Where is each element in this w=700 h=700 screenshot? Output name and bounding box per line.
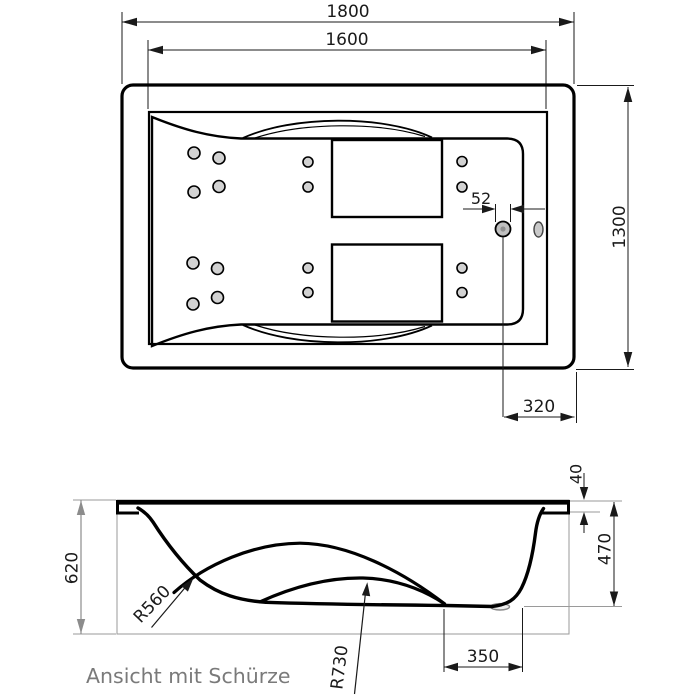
inner-rim-outline: [147, 110, 549, 346]
jet-circle: [456, 155, 468, 168]
headrest-bottom: [242, 324, 433, 344]
radius-seat: R730: [327, 582, 371, 695]
rim-left-end: [116, 500, 139, 515]
seat-hump-contour: [258, 576, 447, 606]
outer-rim-outline: [120, 83, 576, 370]
jet-circle: [456, 262, 468, 274]
dimension-drain-diameter: 52: [463, 189, 545, 222]
dim-drain-offset-label: 320: [523, 397, 555, 417]
jet-circle: [212, 179, 226, 194]
bottom-edge: [264, 600, 495, 609]
dimension-overall-length: 1800: [121, 2, 575, 84]
jet-circle: [186, 256, 200, 270]
dimension-overall-width: 1300: [576, 85, 634, 370]
jet-circle: [456, 286, 468, 299]
jet-circle: [302, 181, 314, 193]
dimension-bottom-flat: 350: [443, 608, 523, 672]
dimension-overall-height: 620: [63, 500, 86, 634]
jet-circle: [302, 286, 314, 299]
seat-panel-bottom: [330, 243, 444, 323]
radius-backrest-label: R560: [130, 582, 175, 628]
dimension-drain-offset: 320: [502, 237, 577, 423]
dim-rim-thickness-label: 40: [567, 464, 586, 484]
dim-bottom-flat-label: 350: [467, 647, 499, 667]
overflow-outlet: [533, 221, 544, 238]
radius-seat-label: R730: [327, 644, 352, 690]
dim-basin-length-label: 1600: [325, 30, 368, 50]
dimension-basin-length: 1600: [147, 30, 547, 109]
rim-right-end: [542, 500, 570, 515]
jet-circle: [456, 181, 468, 193]
jet-circle: [210, 290, 225, 305]
side-view: 620 40 470: [63, 464, 622, 695]
jet-circle: [187, 146, 201, 160]
dim-overall-length-label: 1800: [326, 2, 369, 22]
dim-overall-height-label: 620: [63, 552, 83, 584]
drain-center-dot: [500, 226, 506, 232]
top-view: 1800 1600: [120, 2, 634, 423]
tub-profile: [116, 499, 570, 609]
basin-outline: [150, 115, 525, 348]
backrest-curve: [136, 506, 268, 604]
dimension-inner-depth: 470: [596, 502, 619, 606]
jet-circle: [302, 156, 314, 168]
seat-back-contour: [172, 541, 447, 606]
jet-circle: [186, 297, 200, 311]
jet-circle: [212, 151, 226, 165]
jet-circle: [302, 262, 314, 274]
front-wall-curve: [490, 506, 546, 609]
dimension-rim-thickness: 40: [567, 464, 589, 533]
jet-nozzles: [186, 146, 468, 311]
apron-bounding-box: [116, 499, 570, 635]
radius-backrest: R560: [130, 578, 194, 628]
view-caption: Ansicht mit Schürze: [86, 664, 291, 688]
dim-drain-diameter-label: 52: [471, 189, 491, 208]
dim-inner-depth-label: 470: [596, 533, 616, 565]
headrest-top: [242, 119, 433, 139]
dim-overall-width-label: 1300: [610, 205, 630, 248]
seat-panel-top: [330, 138, 444, 219]
jet-circle: [210, 261, 225, 276]
jet-circle: [187, 185, 201, 199]
